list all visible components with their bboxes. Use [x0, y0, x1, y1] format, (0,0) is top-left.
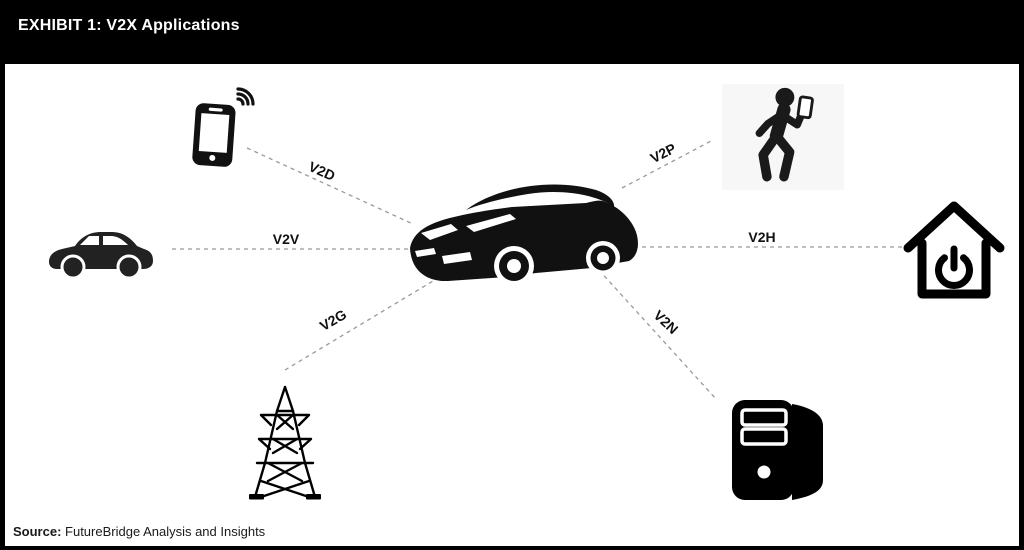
connected-vehicle-icon: [410, 184, 638, 286]
page-title: EXHIBIT 1: V2X Applications: [18, 17, 240, 34]
source-label: Source:: [13, 524, 62, 539]
network-computer-icon: [732, 400, 823, 500]
pedestrian-tile: [722, 84, 844, 190]
diagram-panel: [5, 64, 1019, 546]
edge-label-v2v: V2V: [272, 231, 300, 247]
pedestrian-icon: [755, 87, 814, 182]
source-text: FutureBridge Analysis and Insights: [61, 524, 266, 539]
smart-home-icon: [903, 201, 1005, 299]
exhibit-header: EXHIBIT 1: V2X Applications: [0, 0, 1024, 52]
edge-label-v2h: V2H: [748, 229, 776, 245]
smartphone-icon: [192, 87, 255, 167]
source-note: Source: FutureBridge Analysis and Insigh…: [13, 524, 265, 539]
power-grid-icon: [249, 385, 321, 500]
other-vehicle-icon: [49, 232, 153, 280]
